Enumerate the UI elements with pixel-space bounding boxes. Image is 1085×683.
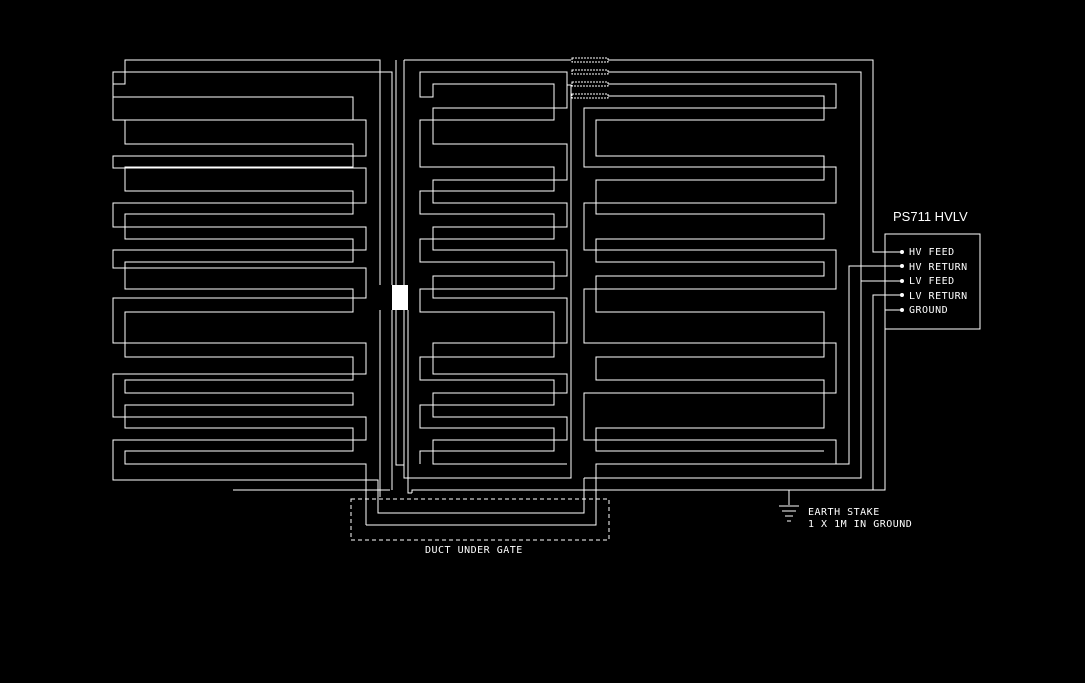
terminal-dot-lv-return: [900, 293, 904, 297]
left-serpentine-inner: [112, 59, 381, 525]
controller-title: PS711 HVLV: [893, 209, 968, 224]
joint-connector: [392, 285, 408, 310]
hv-return-wire: [836, 265, 901, 465]
insulator-2: [571, 69, 609, 75]
insulator-joints: [571, 57, 609, 99]
right-paddock-wiring: [366, 59, 901, 526]
terminal-label-lv-return: LV RETURN: [909, 291, 968, 302]
controller: PS711 HVLV HV FEED HV RETURN LV FEED LV …: [884, 209, 981, 330]
earth-stake-symbol: [779, 505, 799, 522]
trunk-wire-3: [395, 310, 404, 466]
controller-box: [884, 233, 981, 330]
earth-stake-line2: 1 X 1M IN GROUND: [808, 519, 912, 530]
terminal-label-hv-feed: HV FEED: [909, 247, 955, 258]
right-feed-lv: [584, 71, 862, 479]
earth-stake-line1: EARTH STAKE: [808, 507, 880, 518]
insulator-1: [571, 57, 609, 63]
middle-serpentine-outer: [403, 60, 572, 479]
terminal-dot-lv-feed: [900, 279, 904, 283]
trunk-wire-6: [407, 310, 412, 494]
terminal-label-lv-feed: LV FEED: [909, 276, 955, 287]
ground-wire: [788, 309, 901, 505]
terminal-label-hv-return: HV RETURN: [909, 262, 968, 273]
terminal-dot-hv-return: [900, 264, 904, 268]
duct-under-gate-box: [350, 498, 610, 541]
left-paddock-wiring: [112, 59, 393, 525]
lv-return-wire: [411, 294, 901, 493]
insulator-3: [571, 81, 609, 87]
duct-label: DUCT UNDER GATE: [425, 545, 523, 556]
left-serpentine-outer: [112, 71, 393, 497]
right-feed-hv: [608, 59, 901, 253]
connector-block: [392, 285, 408, 310]
right-serpentine-outer: [366, 83, 837, 526]
middle-paddock-wiring: [403, 59, 572, 479]
insulator-4: [571, 93, 609, 99]
terminal-dot-ground: [900, 308, 904, 312]
middle-serpentine-inner: [432, 85, 568, 465]
right-collector: [377, 478, 585, 514]
right-serpentine-inner: [595, 95, 825, 452]
terminal-label-ground: GROUND: [909, 305, 948, 316]
terminal-dot-hv-feed: [900, 250, 904, 254]
trunk-wires: [379, 60, 412, 497]
